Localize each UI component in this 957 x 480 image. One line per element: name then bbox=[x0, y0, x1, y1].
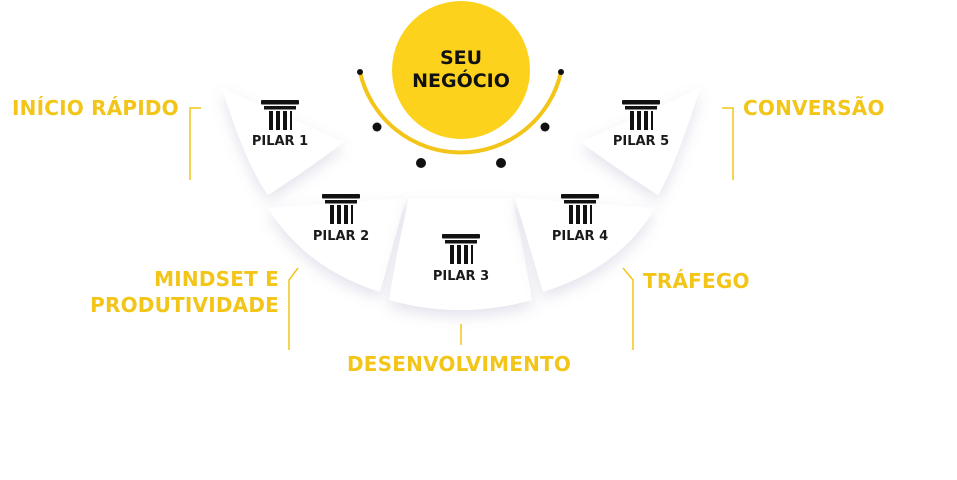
arc-dot-1 bbox=[372, 122, 382, 132]
bracket-inicio-rapido bbox=[189, 107, 201, 180]
pilar-1-label: PILAR 1 bbox=[252, 134, 308, 149]
connector-arc bbox=[358, 71, 563, 155]
pilar-5-card bbox=[581, 88, 700, 195]
center-circle bbox=[392, 1, 530, 139]
center-title-line1: SEU bbox=[440, 47, 482, 69]
arc-end-dot-right bbox=[558, 69, 564, 75]
area-label-desenvolvimento: DESENVOLVIMENTO bbox=[347, 352, 572, 376]
arc-dot-4 bbox=[540, 122, 550, 132]
area-label-mindset: MINDSET E PRODUTIVIDADE bbox=[90, 266, 279, 318]
pilar-4-label: PILAR 4 bbox=[552, 229, 608, 244]
arc-dot-2 bbox=[416, 158, 426, 168]
arc-dot-3 bbox=[496, 158, 506, 168]
pilar-2-label: PILAR 2 bbox=[313, 229, 369, 244]
bracket-mindset bbox=[288, 267, 299, 350]
pilar-5-label: PILAR 5 bbox=[613, 134, 669, 149]
area-label-mindset-line1: MINDSET E bbox=[154, 267, 279, 291]
pilar-2-card bbox=[268, 198, 406, 292]
center-title-line2: NEGÓCIO bbox=[412, 68, 510, 92]
area-label-inicio-rapido: INÍCIO RÁPIDO bbox=[12, 96, 179, 120]
bracket-trafego bbox=[622, 267, 634, 350]
pilar-3-label: PILAR 3 bbox=[433, 269, 489, 284]
area-label-mindset-line2: PRODUTIVIDADE bbox=[90, 293, 279, 317]
pilar-4-card bbox=[515, 198, 655, 292]
pilar-1-card bbox=[222, 88, 344, 195]
area-label-conversao: CONVERSÃO bbox=[743, 96, 885, 120]
area-label-trafego: TRÁFEGO bbox=[643, 269, 750, 293]
arc-end-dot-left bbox=[357, 69, 363, 75]
bracket-conversao bbox=[722, 107, 734, 180]
